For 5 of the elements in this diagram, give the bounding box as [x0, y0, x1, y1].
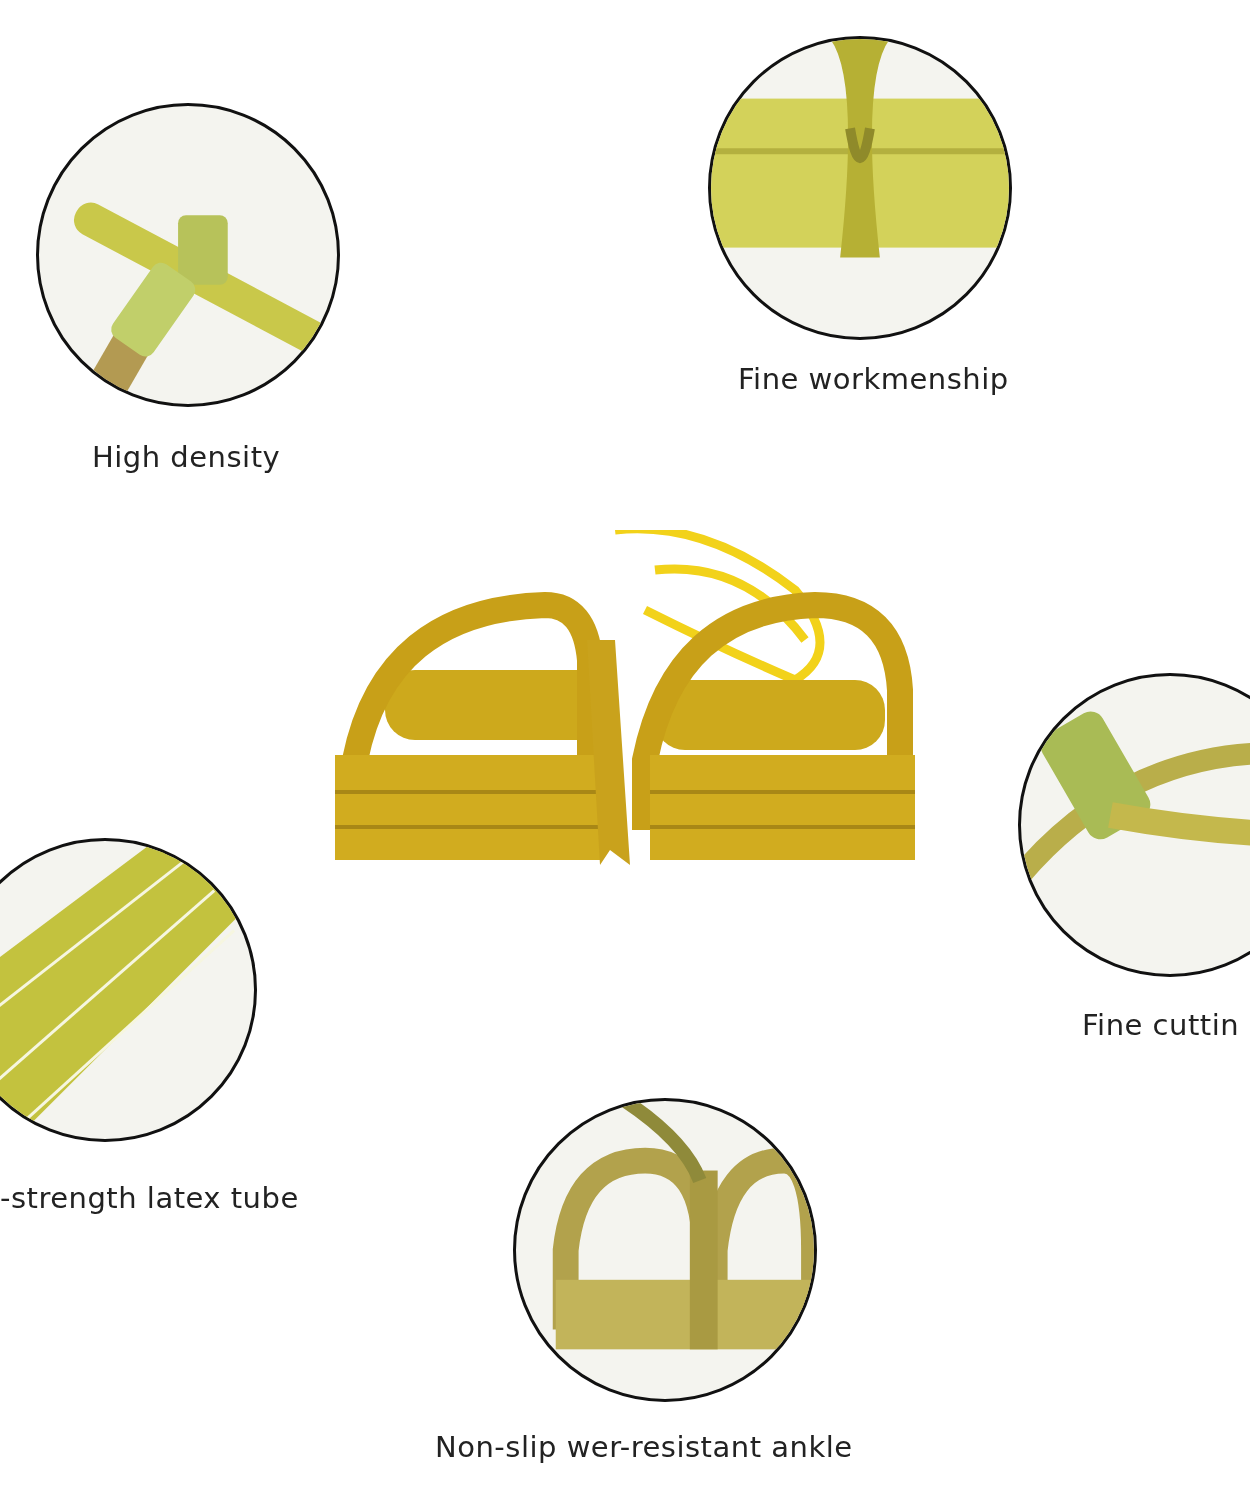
caption: High density: [92, 440, 281, 474]
caption: -strength latex tube: [0, 1181, 299, 1215]
caption: Fine cuttin: [1082, 1008, 1240, 1042]
caption: Fine workmenship: [738, 362, 1009, 396]
caption: Non-slip wer-resistant ankle: [435, 1430, 853, 1464]
